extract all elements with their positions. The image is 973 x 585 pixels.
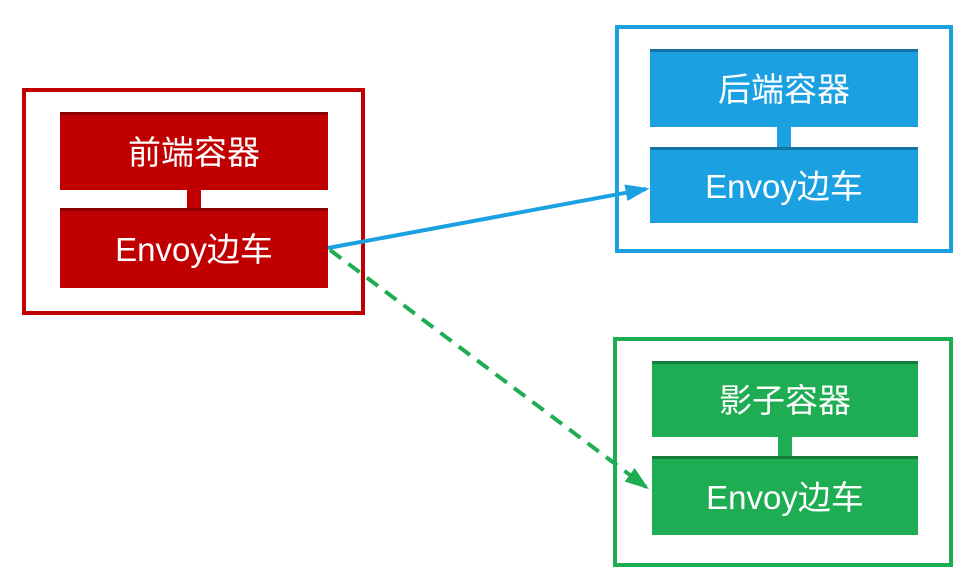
shadow-envoy-sidecar-box: Envoy边车 [652,456,918,535]
backend-envoy-sidecar-box: Envoy边车 [650,147,918,223]
shadow-container-box: 影子容器 [652,361,918,437]
backend-connector [777,125,791,149]
arrow-frontend-to-backend [327,184,650,250]
arrow-frontend-to-shadow [328,248,649,490]
shadow-pod-group: 影子容器 Envoy边车 [613,337,953,567]
frontend-envoy-sidecar-box: Envoy边车 [60,208,328,288]
shadow-connector [778,435,792,458]
frontend-pod-group: 前端容器 Envoy边车 [22,88,365,315]
frontend-connector [187,188,201,210]
backend-container-box: 后端容器 [650,49,918,127]
backend-pod-group: 后端容器 Envoy边车 [615,25,953,253]
frontend-container-box: 前端容器 [60,112,328,190]
